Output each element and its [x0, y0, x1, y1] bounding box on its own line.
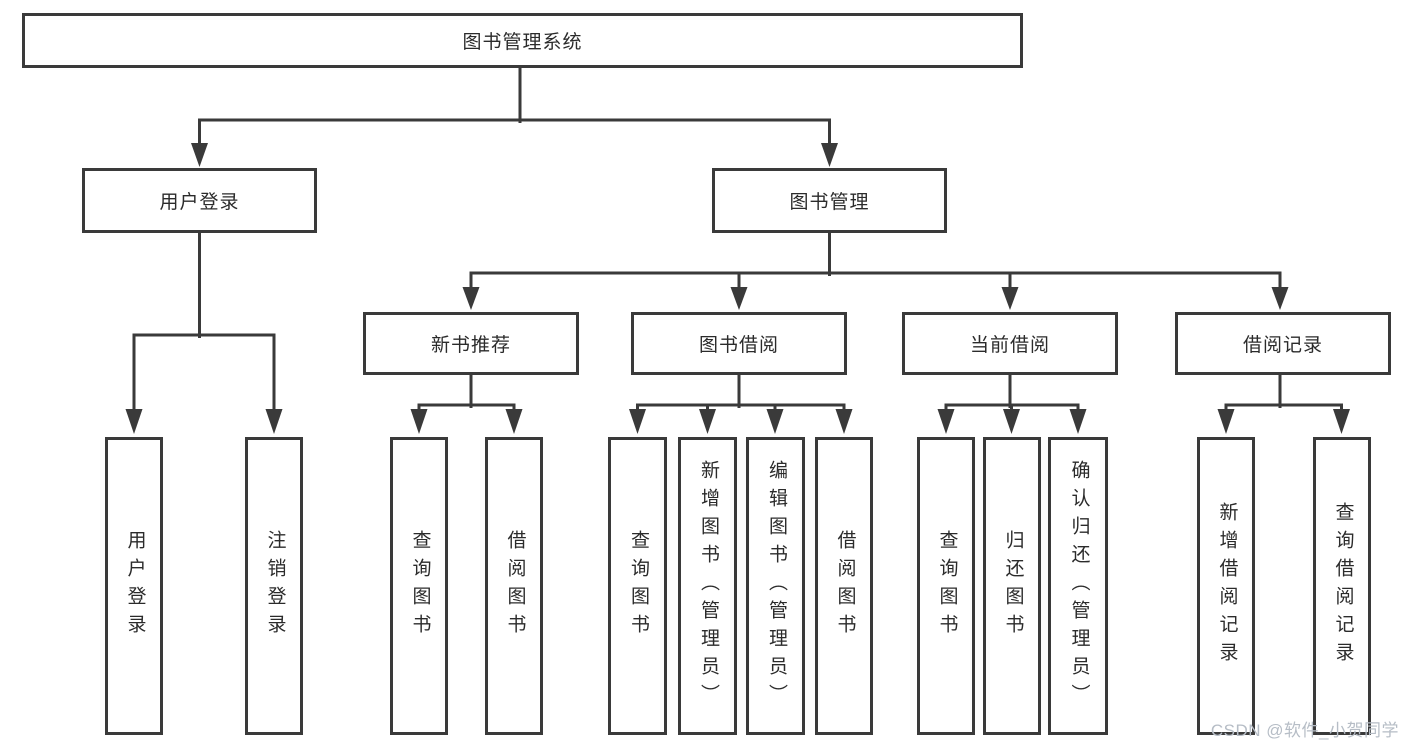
node-label: 查询图书	[936, 530, 958, 642]
node-label: 注销登录	[264, 530, 286, 642]
node-label: 查询图书	[627, 530, 649, 642]
node-book-management: 图书管理	[712, 168, 947, 233]
node-label: 借阅记录	[1242, 335, 1323, 356]
leaf-recommend-query-book: 查询图书	[390, 437, 448, 735]
node-root-library-management-system: 图书管理系统	[22, 13, 1023, 68]
node-new-book-recommend: 新书推荐	[363, 312, 579, 375]
node-label: 图书借阅	[698, 335, 779, 356]
leaf-borrow-query-book: 查询图书	[608, 437, 667, 735]
leaf-user-login: 用户登录	[105, 437, 163, 735]
node-label: 借阅图书	[504, 530, 526, 642]
node-borrow-record: 借阅记录	[1175, 312, 1391, 375]
leaf-borrow-borrow-book: 借阅图书	[815, 437, 873, 735]
node-label: 用户登录	[159, 192, 240, 213]
node-label: 编辑图书（管理员）	[765, 460, 787, 712]
csdn-watermark: CSDN @软件_小贺同学	[1210, 721, 1399, 740]
node-label: 新增借阅记录	[1216, 502, 1238, 670]
node-label: 借阅图书	[834, 530, 856, 642]
leaf-record-query-record: 查询借阅记录	[1313, 437, 1371, 735]
leaf-current-query-book: 查询图书	[917, 437, 975, 735]
leaf-borrow-edit-book-admin: 编辑图书（管理员）	[746, 437, 805, 735]
node-label: 图书管理	[789, 192, 870, 213]
leaf-borrow-add-book-admin: 新增图书（管理员）	[678, 437, 737, 735]
leaf-logout-login: 注销登录	[245, 437, 303, 735]
leaf-current-confirm-return-admin: 确认归还（管理员）	[1048, 437, 1108, 735]
node-label: 确认归还（管理员）	[1068, 460, 1090, 712]
leaf-recommend-borrow-book: 借阅图书	[485, 437, 543, 735]
node-current-borrow: 当前借阅	[902, 312, 1118, 375]
node-label: 归还图书	[1002, 530, 1024, 642]
node-user-login: 用户登录	[82, 168, 317, 233]
leaf-record-add-record: 新增借阅记录	[1197, 437, 1255, 735]
leaf-current-return-book: 归还图书	[983, 437, 1041, 735]
node-label: 用户登录	[124, 530, 146, 642]
node-book-borrow: 图书借阅	[631, 312, 847, 375]
node-label: 新增图书（管理员）	[697, 460, 719, 712]
node-label: 查询图书	[409, 530, 431, 642]
node-label: 新书推荐	[430, 335, 511, 356]
node-label: 查询借阅记录	[1332, 502, 1354, 670]
node-label: 图书管理系统	[462, 32, 583, 53]
node-label: 当前借阅	[969, 335, 1050, 356]
